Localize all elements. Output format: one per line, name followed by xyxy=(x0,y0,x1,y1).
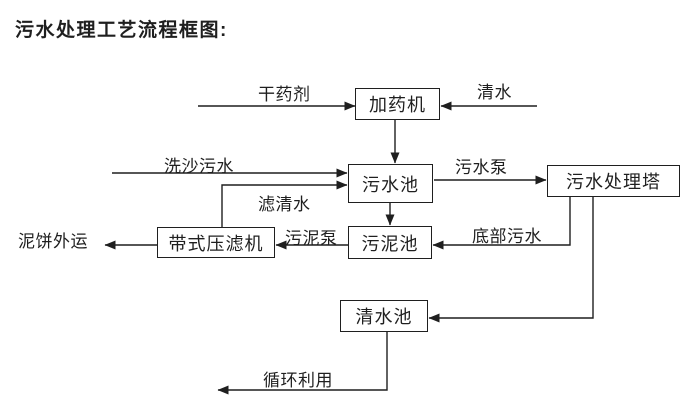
edge-clean-water-pool-to-recycle xyxy=(217,332,388,395)
flow-label-mud-cake-out: 泥饼外运 xyxy=(18,232,88,251)
node-label: 污水处理塔 xyxy=(566,172,661,192)
edge-tower-to-clean-water-pool xyxy=(428,197,594,323)
node-sewage-pool: 污水池 xyxy=(348,164,433,203)
node-label: 加药机 xyxy=(369,95,426,115)
flow-label-sand-washing-sewage: 洗沙污水 xyxy=(164,157,234,176)
flow-label-recycle-use: 循环利用 xyxy=(263,371,333,390)
flow-label-filtered-water: 滤清水 xyxy=(258,195,311,214)
node-label: 污水池 xyxy=(362,174,419,195)
node-label: 带式压滤机 xyxy=(168,233,264,254)
node-label: 污泥池 xyxy=(361,233,419,254)
flow-label-dry-chemical: 干药剂 xyxy=(258,85,311,104)
node-label: 清水池 xyxy=(355,307,413,327)
node-clean-water-pool: 清水池 xyxy=(340,300,428,332)
node-sludge-pool: 污泥池 xyxy=(348,226,432,259)
node-treatment-tower: 污水处理塔 xyxy=(547,165,680,197)
node-dosing-machine: 加药机 xyxy=(355,88,440,120)
edge-tower-to-sludge-pool xyxy=(432,197,571,250)
flow-label-clean-water: 清水 xyxy=(477,83,512,102)
page-title: 污水处理工艺流程框图: xyxy=(15,20,228,41)
edge-filter-press-to-sewage-pool xyxy=(221,180,348,227)
flow-label-sludge-pump: 污泥泵 xyxy=(285,229,338,248)
node-belt-filter-press: 带式压滤机 xyxy=(157,227,275,258)
flow-label-sewage-pump: 污水泵 xyxy=(455,158,508,177)
flow-label-bottom-sewage: 底部污水 xyxy=(472,227,542,246)
